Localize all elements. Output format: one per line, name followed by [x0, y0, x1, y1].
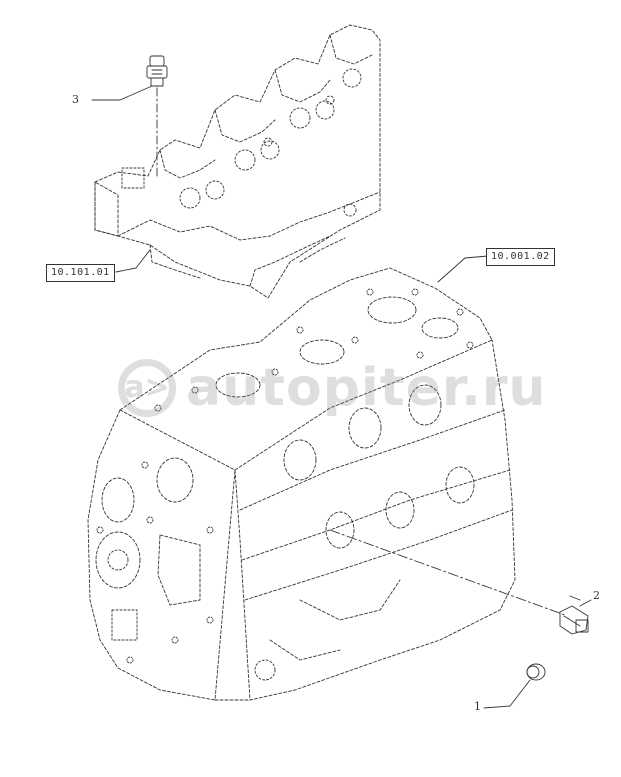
temperature-sender-part-3	[146, 55, 168, 87]
engine-block	[87, 267, 516, 701]
watermark-logo-icon: a>	[118, 359, 176, 417]
oil-pressure-sender-part-2	[559, 595, 589, 635]
sender-2-axis-line	[329, 529, 566, 616]
leader-lines	[91, 85, 592, 709]
block-reference-box[interactable]: 10.001.02	[486, 248, 555, 266]
callout-3: 3	[72, 93, 79, 106]
head-reference-box[interactable]: 10.101.01	[46, 264, 115, 282]
callout-1: 1	[474, 700, 481, 713]
cylinder-head	[94, 24, 381, 299]
watermark-text: autopiter.ru	[186, 358, 547, 418]
core-plug-part-1	[526, 663, 546, 681]
watermark: a> autopiter.ru	[118, 358, 547, 418]
callout-2: 2	[593, 589, 600, 602]
